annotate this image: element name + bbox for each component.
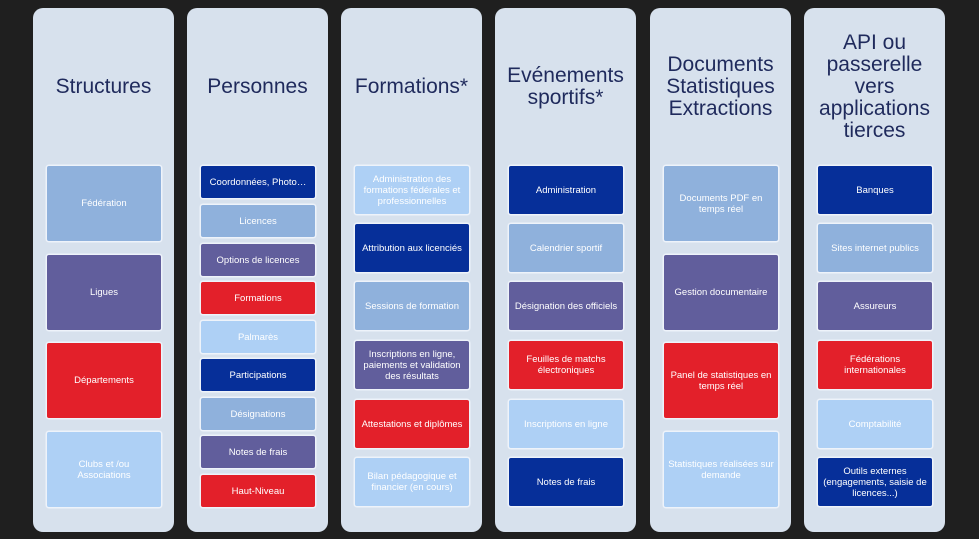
box-inscriptions-en-ligne: Inscriptions en ligne, paiements et vali…	[355, 341, 469, 389]
box-notes-de-frais: Notes de frais	[201, 436, 315, 468]
box-feuilles-de-matchs: Feuilles de matchs électroniques	[509, 341, 623, 389]
box-outils-externes: Outils externes (engagements, saisie de …	[818, 458, 932, 506]
column-structures: Structures Fédération Ligues Département…	[33, 8, 174, 532]
box-participations: Participations	[201, 359, 315, 391]
box-bilan-pedagogique: Bilan pédagogique et financier (en cours…	[355, 458, 469, 506]
box-comptabilite: Comptabilité	[818, 400, 932, 448]
column-title: Personnes	[207, 75, 308, 98]
box-statistiques-sur-demande: Statistiques réalisées sur demande	[664, 432, 778, 507]
column-documents-statistiques: Documents Statistiques Extractions Docum…	[650, 8, 791, 532]
box-options-licences: Options de licences	[201, 244, 315, 276]
box-designation-officiels: Désignation des officiels	[509, 282, 623, 330]
column-api-passerelle: API ou passerelle vers applications tier…	[804, 8, 945, 532]
box-attestations-diplomes: Attestations et diplômes	[355, 400, 469, 448]
box-licences: Licences	[201, 205, 315, 237]
column-title: Evénements sportifs*	[507, 64, 624, 109]
box-banques: Banques	[818, 166, 932, 214]
column-personnes: Personnes Coordonnées, Photo… Licences O…	[187, 8, 328, 532]
box-notes-de-frais: Notes de frais	[509, 458, 623, 506]
box-gestion-documentaire: Gestion documentaire	[664, 255, 778, 330]
box-haut-niveau: Haut-Niveau	[201, 475, 315, 507]
column-title: API ou passerelle vers applications tier…	[819, 31, 930, 142]
box-administration-formations: Administration des formations fédérales …	[355, 166, 469, 214]
box-clubs-associations: Clubs et /ou Associations	[47, 432, 161, 507]
column-formations: Formations* Administration des formation…	[341, 8, 482, 532]
box-ligues: Ligues	[47, 255, 161, 330]
box-federation: Fédération	[47, 166, 161, 241]
box-palmares: Palmarès	[201, 321, 315, 353]
box-assureurs: Assureurs	[818, 282, 932, 330]
box-attribution-licencies: Attribution aux licenciés	[355, 224, 469, 272]
box-designations: Désignations	[201, 398, 315, 430]
column-title: Documents Statistiques Extractions	[666, 53, 775, 120]
box-panel-statistiques: Panel de statistiques en temps réel	[664, 343, 778, 418]
column-evenements-sportifs: Evénements sportifs* Administration Cale…	[495, 8, 636, 532]
box-sites-internet-publics: Sites internet publics	[818, 224, 932, 272]
box-sessions-formation: Sessions de formation	[355, 282, 469, 330]
box-administration: Administration	[509, 166, 623, 214]
box-coordonnees: Coordonnées, Photo…	[201, 166, 315, 198]
column-title: Structures	[55, 75, 152, 98]
box-formations: Formations	[201, 282, 315, 314]
box-calendrier-sportif: Calendrier sportif	[509, 224, 623, 272]
box-departements: Départements	[47, 343, 161, 418]
box-inscriptions-en-ligne: Inscriptions en ligne	[509, 400, 623, 448]
box-federations-internationales: Fédérations internationales	[818, 341, 932, 389]
box-documents-pdf: Documents PDF en temps réel	[664, 166, 778, 241]
column-title: Formations*	[354, 75, 469, 98]
